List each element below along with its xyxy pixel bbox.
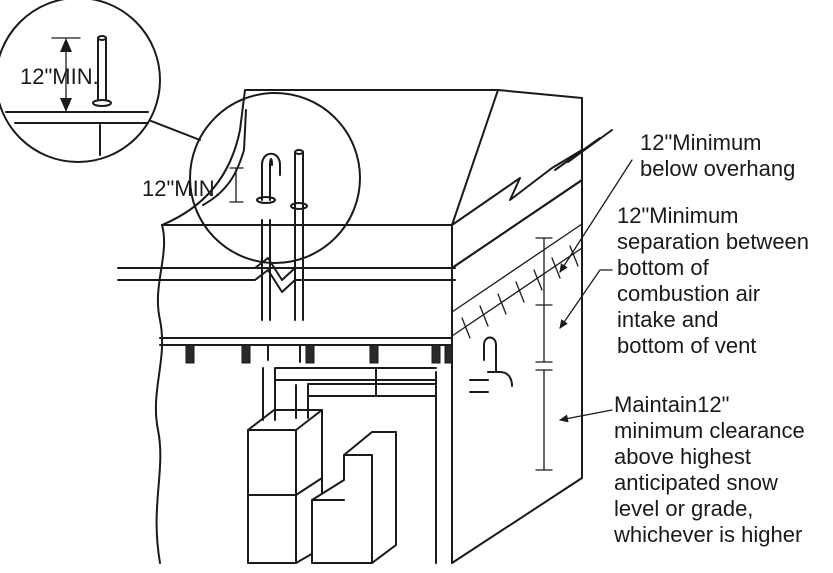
callout-snow: Maintain12" minimum clearance above high… <box>613 392 811 547</box>
inset-min-label: 12"MIN. <box>20 64 99 89</box>
vent-pipe-left <box>261 219 271 321</box>
callout-separation: 12"Minimum separation between bottom of … <box>617 203 815 358</box>
cutaway-line-bottom <box>117 269 456 293</box>
roof-dim-line <box>229 167 244 203</box>
leader-separation <box>559 269 613 329</box>
dim-overhang <box>535 237 553 306</box>
side-intake <box>483 336 497 373</box>
roof-min-label: 12"MIN. <box>142 176 221 201</box>
roof-line-in-circle <box>202 109 247 206</box>
eave-side-top <box>451 149 583 226</box>
house <box>117 89 613 564</box>
leader-overhang <box>559 159 633 273</box>
roof-ridge <box>497 89 583 181</box>
front-wall-break <box>154 224 166 564</box>
pipes <box>261 159 513 421</box>
cutaway-line-top <box>117 257 456 281</box>
overhang-line-2 <box>567 129 613 163</box>
vent-pipe-right <box>294 159 304 321</box>
inset-circle: 12"MIN. <box>0 0 161 163</box>
roof-top <box>161 89 499 226</box>
block-shape <box>311 431 397 564</box>
joists <box>185 344 453 364</box>
side-dimensions <box>535 237 553 471</box>
siding-strip <box>451 223 583 339</box>
roof-eave-front <box>161 224 453 269</box>
equipment-block <box>311 431 397 564</box>
roof-detail-circle: 12"MIN. <box>142 92 361 264</box>
inset-pipe <box>97 37 107 101</box>
dim-separation <box>535 304 553 363</box>
dim-snow <box>535 369 553 471</box>
side-vent <box>469 371 513 393</box>
eave-side-bottom <box>451 179 583 269</box>
furnace-box <box>247 409 323 564</box>
leader-snow <box>559 409 613 423</box>
callout-overhang: 12"Minimum below overhang <box>640 130 795 181</box>
furnace <box>247 409 323 564</box>
intake-u-pipe <box>261 152 281 201</box>
